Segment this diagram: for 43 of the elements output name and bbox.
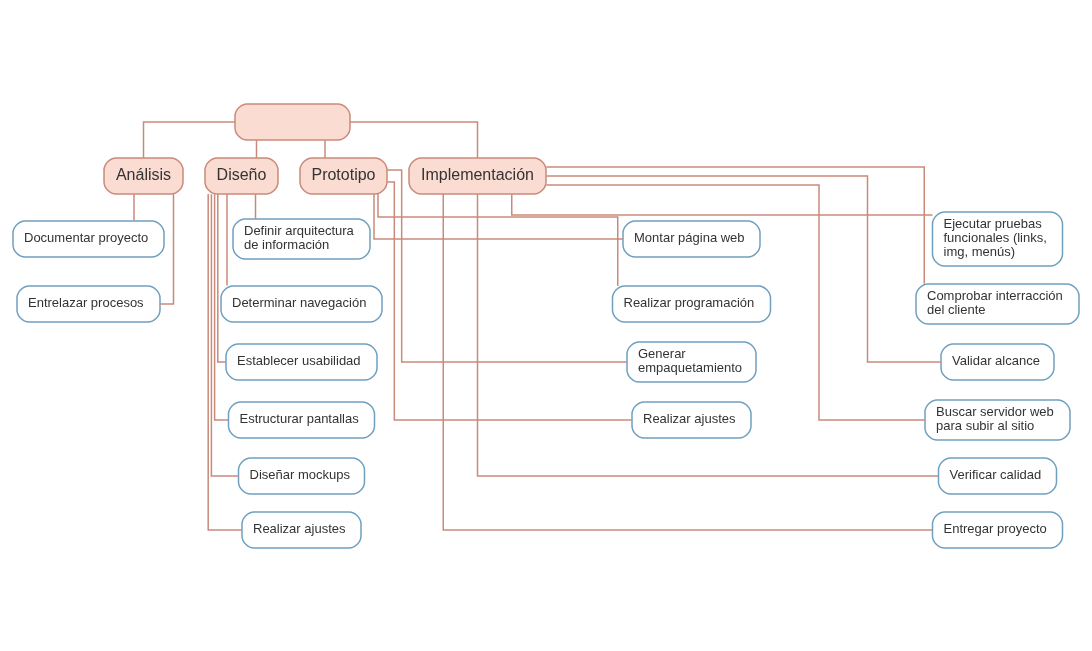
node-box: Buscar servidor web para subir al sitio	[924, 398, 1071, 441]
connector	[511, 192, 934, 216]
connector	[373, 192, 624, 240]
node-box: Entregar proyecto	[931, 510, 1064, 549]
connector	[377, 192, 619, 287]
connector	[213, 193, 229, 421]
connector	[545, 165, 925, 285]
connector	[476, 193, 940, 477]
node-box: Realizar ajustes	[241, 510, 362, 549]
node-box: Análisis	[103, 156, 184, 195]
node-box: Ejecutar pruebas funcionales (links, img, menús)	[931, 210, 1064, 267]
connector	[210, 193, 240, 477]
node-box: Comprobar interracción del cliente	[915, 282, 1080, 325]
node-box: Montar página web	[622, 219, 761, 258]
node-box: Documentar proyecto	[12, 219, 165, 258]
node-box: Entrelazar procesos	[16, 284, 161, 323]
connector	[254, 192, 257, 220]
node-box: Realizar programación	[611, 284, 772, 323]
node-box: Determinar navegación	[220, 284, 383, 323]
node-box	[234, 102, 351, 141]
node-box: Estructurar pantallas	[227, 400, 376, 439]
node-box: Prototipo	[299, 156, 388, 195]
connector	[545, 174, 942, 363]
connector	[207, 192, 243, 531]
connector	[324, 139, 326, 158]
connector	[142, 120, 236, 158]
connector	[545, 183, 926, 421]
node-box: Implementación	[408, 156, 547, 195]
connector	[386, 180, 633, 421]
connector	[226, 192, 228, 286]
connector	[349, 120, 479, 158]
node-box: Diseñar mockups	[237, 456, 366, 495]
connector	[386, 168, 628, 363]
node-box: Definir arquitectura de información	[232, 217, 371, 260]
node-box: Establecer usabilidad	[225, 342, 378, 381]
node-box: Generar empaquetamiento	[626, 340, 757, 383]
connector	[442, 192, 934, 531]
node-box: Realizar ajustes	[631, 400, 752, 439]
node-box: Diseño	[204, 156, 279, 195]
node-box: Verificar calidad	[937, 456, 1058, 495]
connector	[217, 192, 227, 363]
node-box: Validar alcance	[940, 342, 1055, 381]
connector	[133, 192, 135, 221]
